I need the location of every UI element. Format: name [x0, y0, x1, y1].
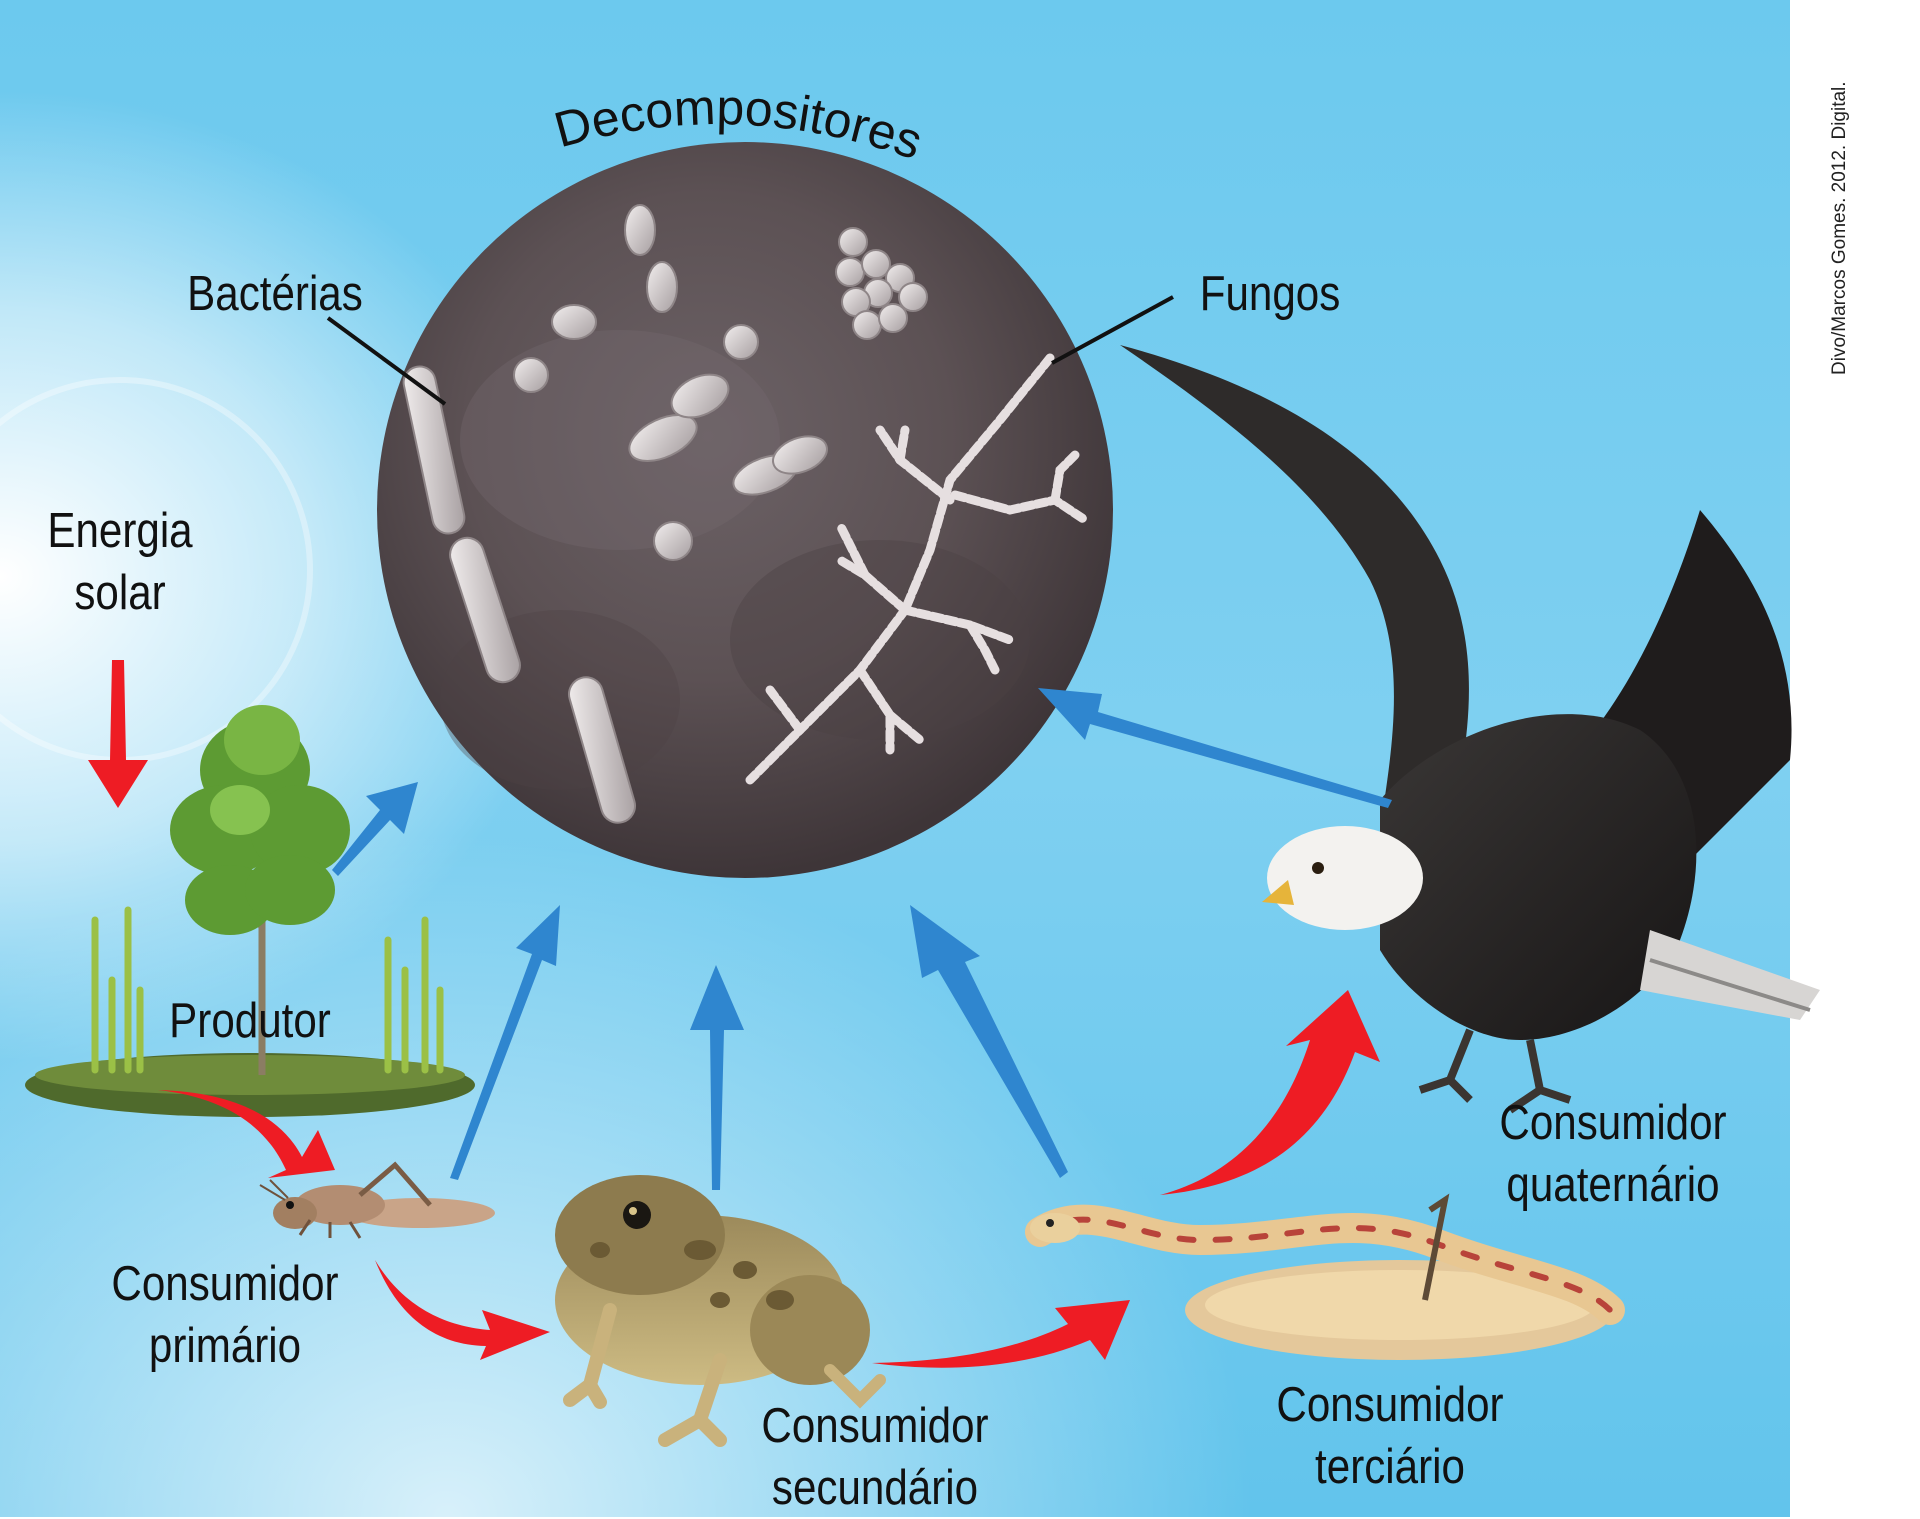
- tertiary-consumer-line-1: Consumidor: [1276, 1378, 1504, 1432]
- secondary-consumer-label: Consumidor secundário: [755, 1395, 996, 1519]
- solar-energy-line-2: solar: [74, 566, 166, 620]
- energy-flow-arrows: [88, 660, 1380, 1368]
- arrow-sun-to-producer: [88, 660, 148, 808]
- producer-plant-illustration: [25, 705, 475, 1117]
- secondary-consumer-line-1: Consumidor: [761, 1399, 989, 1453]
- solar-energy-label: Energia solar: [34, 500, 206, 624]
- fungi-label: Fungos: [1184, 263, 1356, 325]
- grasshopper-illustration: [259, 1161, 495, 1239]
- arrow-secondary-to-tertiary: [872, 1300, 1130, 1368]
- fungi-hyphae: [745, 353, 1090, 785]
- coccus-cluster: [835, 227, 928, 340]
- bacteria-label-text: Bactérias: [187, 267, 363, 321]
- decomposition-arrows: [332, 688, 1392, 1190]
- tertiary-consumer-label: Consumidor terciário: [1270, 1374, 1511, 1498]
- bacteria-leader-line: [326, 316, 447, 406]
- primary-consumer-line-1: Consumidor: [111, 1257, 339, 1311]
- quaternary-consumer-line-1: Consumidor: [1499, 1096, 1727, 1150]
- bacteria-label: Bactérias: [172, 263, 378, 325]
- primary-consumer-line-2: primário: [148, 1319, 302, 1373]
- arrow-producer-to-primary: [158, 1090, 335, 1178]
- primary-consumer-label: Consumidor primário: [105, 1253, 346, 1377]
- arrow-producer-to-decomposers: [332, 782, 418, 876]
- toad-illustration: [555, 1175, 886, 1447]
- fungi-label-text: Fungos: [1199, 267, 1341, 321]
- quaternary-consumer-line-2: quaternário: [1506, 1158, 1720, 1212]
- arrow-tertiary-to-decomposers: [910, 905, 1068, 1178]
- tertiary-consumer-line-2: terciário: [1315, 1440, 1465, 1494]
- image-credit: Divo/Marcos Gomes. 2012. Digital.: [1829, 81, 1850, 375]
- arrow-tertiary-to-quaternary: [1160, 990, 1380, 1195]
- arrow-primary-to-secondary: [375, 1260, 550, 1360]
- solar-energy-line-1: Energia: [47, 504, 193, 558]
- quaternary-consumer-label: Consumidor quaternário: [1488, 1092, 1737, 1216]
- producer-label: Produtor: [164, 990, 336, 1052]
- snake-illustration: [1025, 1193, 1625, 1360]
- fungi-leader-line: [1051, 295, 1174, 365]
- eagle-illustration: [1120, 345, 1820, 1114]
- bacteria-cells: [402, 204, 828, 824]
- secondary-consumer-line-2: secundário: [771, 1461, 979, 1515]
- arrow-primary-to-decomposers: [450, 905, 560, 1180]
- producer-label-text: Produtor: [169, 994, 331, 1048]
- arrow-quaternary-to-decomposers: [1038, 688, 1392, 808]
- arrow-secondary-to-decomposers: [690, 965, 744, 1190]
